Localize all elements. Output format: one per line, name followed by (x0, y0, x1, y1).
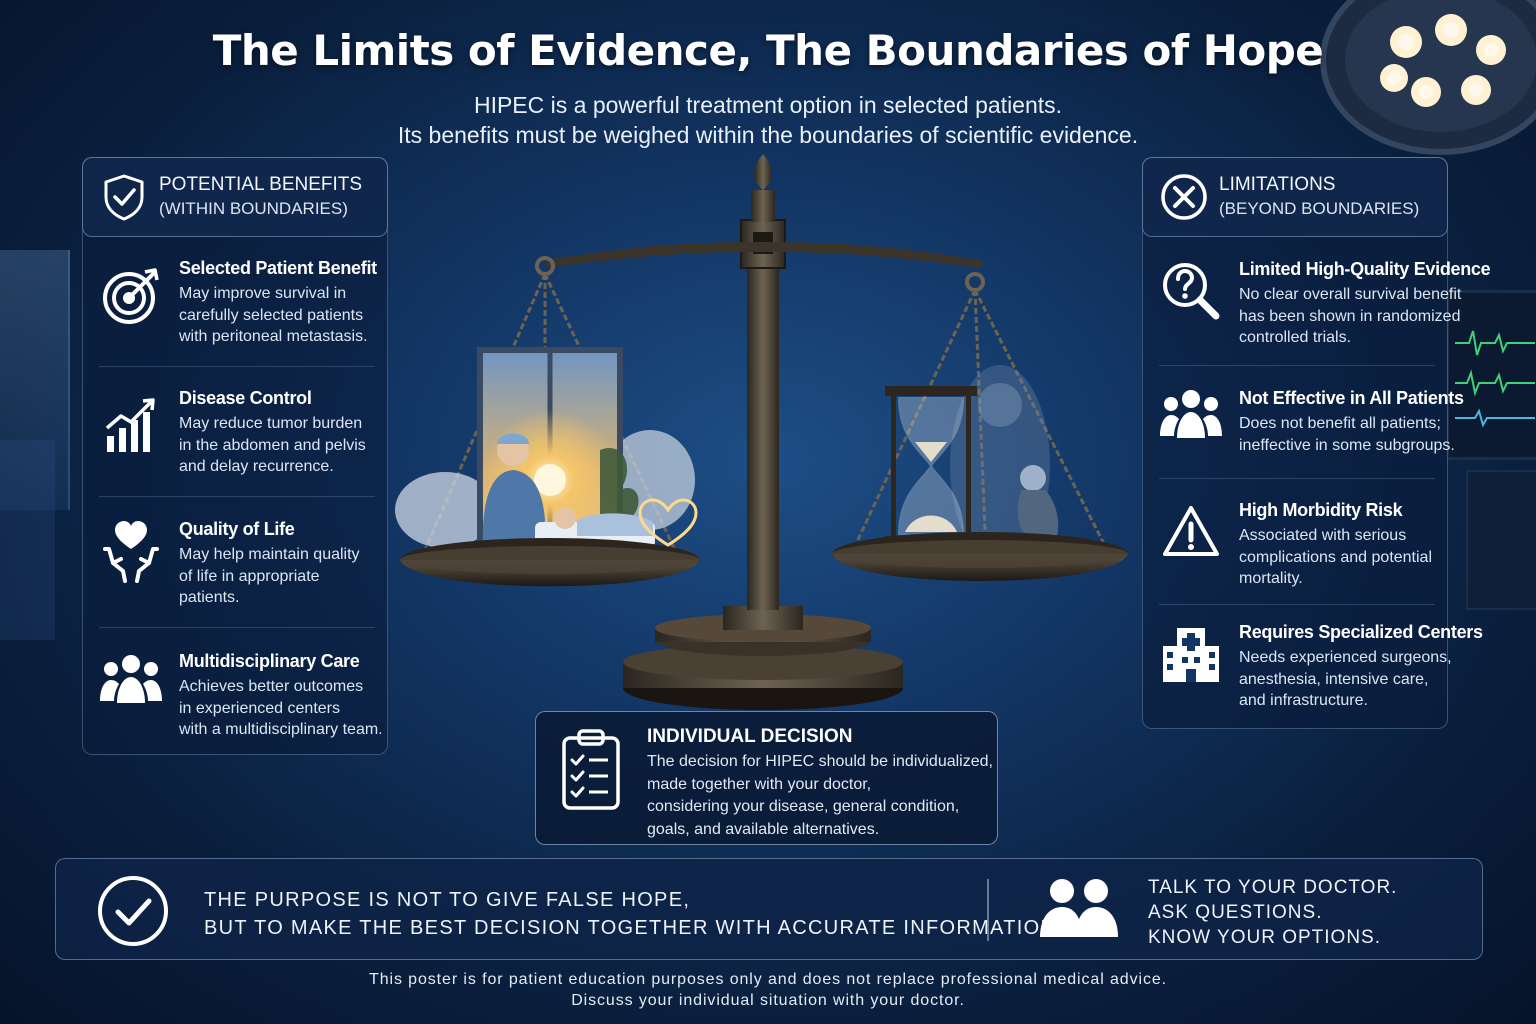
limitations-heading: LIMITATIONS (1219, 174, 1336, 195)
benefit-text-line: in experienced centers (179, 699, 340, 717)
benefit-title: Quality of Life (179, 519, 295, 539)
question-magnifier-icon (1159, 259, 1223, 323)
divider (99, 496, 375, 497)
call-to-action-line-2: ASK QUESTIONS. (1148, 902, 1323, 923)
benefit-text-line: with a multidisciplinary team. (179, 721, 383, 738)
surgical-lamp-icon (1320, 0, 1536, 155)
limitation-text-line: ineffective in some subgroups. (1239, 436, 1455, 454)
banner-message-line-1: THE PURPOSE IS NOT TO GIVE FALSE HOPE, (204, 889, 691, 911)
shield-check-icon (99, 172, 149, 222)
benefit-text-line: patients. (179, 589, 240, 606)
limitation-text-line: controlled trials. (1239, 329, 1352, 346)
growth-chart-icon (99, 394, 163, 458)
limitations-subheading: (BEYOND BOUNDARIES) (1219, 199, 1420, 218)
limitations-header: LIMITATIONS (BEYOND BOUNDARIES) (1142, 157, 1448, 237)
limitations-panel: LIMITATIONS (BEYOND BOUNDARIES) Limited … (1142, 157, 1491, 729)
background-monitor (1466, 470, 1536, 610)
decision-text-line: goals, and available alternatives. (647, 820, 880, 838)
limitation-text-line: No clear overall survival benefit (1239, 286, 1462, 303)
limitation-text-line: Needs experienced surgeons, (1239, 649, 1452, 666)
divider (99, 627, 375, 628)
benefits-heading: POTENTIAL BENEFITS (159, 174, 363, 195)
disclaimer-line-2: Discuss your individual situation with y… (571, 992, 965, 1009)
heart-hands-icon (99, 519, 163, 583)
individual-decision-box: INDIVIDUAL DECISION The decision for HIP… (535, 711, 998, 845)
hospital-icon (1159, 622, 1223, 686)
x-circle-icon (1159, 172, 1209, 222)
balance-scale-illustration (395, 154, 1128, 710)
background-equipment (0, 440, 55, 640)
benefit-title: Multidisciplinary Care (179, 651, 360, 671)
limitation-title: High Morbidity Risk (1239, 500, 1403, 520)
benefit-text-line: of life in appropriate (179, 567, 320, 585)
limitation-text-line: anesthesia, intensive care, (1239, 670, 1429, 688)
disclaimer-line-1: This poster is for patient education pur… (369, 971, 1167, 988)
group-icon (1159, 382, 1223, 446)
decision-text-line: considering your disease, general condit… (647, 798, 960, 815)
decision-text-line: made together with your doctor, (647, 775, 872, 793)
benefit-text-line: May improve survival in (179, 285, 347, 302)
benefits-subheading: (WITHIN BOUNDARIES) (159, 199, 348, 218)
subtitle-line-1: HIPEC is a powerful treatment option in … (473, 92, 1063, 118)
benefit-text-line: with peritoneal metastasis. (179, 328, 368, 345)
limitation-title: Requires Specialized Centers (1239, 622, 1483, 642)
limitation-title: Limited High-Quality Evidence (1239, 259, 1491, 279)
limitation-text-line: has been shown in randomized (1239, 307, 1461, 325)
benefits-panel: POTENTIAL BENEFITS (WITHIN BOUNDARIES) S… (82, 157, 388, 755)
bottom-banner: THE PURPOSE IS NOT TO GIVE FALSE HOPE, B… (55, 858, 1483, 960)
page-title: The Limits of Evidence, The Boundaries o… (212, 26, 1324, 75)
divider (1159, 365, 1435, 366)
limitation-text-line: complications and potential (1239, 548, 1433, 566)
divider (1159, 478, 1435, 479)
limitation-text-line: and infrastructure. (1239, 692, 1368, 709)
check-circle-icon (98, 876, 168, 946)
divider (99, 366, 375, 367)
call-to-action-line-1: TALK TO YOUR DOCTOR. (1148, 877, 1398, 898)
benefit-text-line: May reduce tumor burden (179, 415, 363, 432)
call-to-action-line-3: KNOW YOUR OPTIONS. (1148, 927, 1382, 948)
banner-divider (987, 879, 989, 941)
team-icon (99, 647, 163, 711)
decision-title: INDIVIDUAL DECISION (647, 726, 853, 747)
vital-monitor (1446, 290, 1536, 460)
benefit-text-line: in the abdomen and pelvis (179, 436, 366, 454)
banner-message-line-2: BUT TO MAKE THE BEST DECISION TOGETHER W… (204, 917, 1064, 939)
people-icon (1040, 879, 1118, 937)
benefit-title: Selected Patient Benefit (179, 258, 377, 278)
benefit-title: Disease Control (179, 388, 312, 408)
benefit-text-line: carefully selected patients (179, 306, 364, 324)
limitation-text-line: mortality. (1239, 570, 1303, 587)
decision-text-line: The decision for HIPEC should be individ… (647, 753, 993, 770)
xray-lightbox (0, 250, 70, 510)
benefit-text-line: Achieves better outcomes (179, 678, 364, 695)
benefit-text-line: and delay recurrence. (179, 458, 334, 475)
subtitle-line-2: Its benefits must be weighed within the … (397, 122, 1139, 148)
warning-triangle-icon (1159, 500, 1223, 564)
clipboard-checklist-icon (562, 729, 620, 810)
limitation-title: Not Effective in All Patients (1239, 388, 1464, 408)
divider (1159, 604, 1435, 605)
limitation-text-line: Does not benefit all patients; (1239, 415, 1441, 432)
target-icon (99, 264, 163, 328)
benefit-text-line: May help maintain quality (179, 546, 360, 563)
limitation-text-line: Associated with serious (1239, 527, 1407, 544)
benefits-header: POTENTIAL BENEFITS (WITHIN BOUNDARIES) (82, 157, 388, 237)
